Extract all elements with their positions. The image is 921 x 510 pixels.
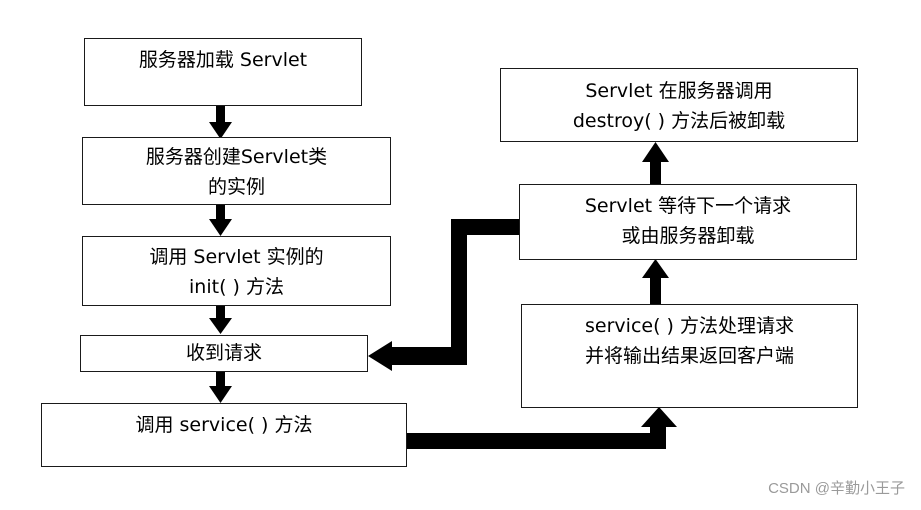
box-call-init-line-2: init( ) 方法 xyxy=(189,276,284,298)
box-servlet-destroyed: Servlet 在服务器调用 destroy( ) 方法后被卸载 xyxy=(500,68,858,142)
box-receive-request: 收到请求 xyxy=(80,335,368,372)
arrow-create-to-init xyxy=(216,204,225,221)
arrow-receive-to-service xyxy=(216,370,225,388)
arrow-service-to-process xyxy=(407,407,677,449)
arrow-wait-to-destroy xyxy=(650,160,661,184)
box-service-process: service( ) 方法处理请求 并将输出结果返回客户端 xyxy=(521,304,858,408)
box-call-service-text: 调用 service( ) 方法 xyxy=(135,414,313,436)
box-call-service: 调用 service( ) 方法 xyxy=(41,403,407,467)
box-wait-next-request-line-2: 或由服务器卸载 xyxy=(621,225,755,247)
box-wait-next-request: Servlet 等待下一个请求 或由服务器卸载 xyxy=(519,184,857,260)
box-service-process-line-2: 并将输出结果返回客户端 xyxy=(584,345,794,367)
box-server-load-servlet: 服务器加载 Servlet xyxy=(84,38,362,106)
arrow-process-to-wait-head xyxy=(642,259,669,278)
box-servlet-destroyed-line-2: destroy( ) 方法后被卸载 xyxy=(572,110,786,132)
box-receive-request-text: 收到请求 xyxy=(185,342,262,364)
arrow-load-to-create xyxy=(216,104,225,125)
box-wait-next-request-line-1: Servlet 等待下一个请求 xyxy=(584,195,792,217)
arrow-receive-to-service-head xyxy=(209,386,232,403)
box-call-init: 调用 Servlet 实例的 init( ) 方法 xyxy=(82,236,391,306)
arrow-init-to-receive xyxy=(216,304,225,320)
arrow-create-to-init-head xyxy=(209,219,232,236)
arrow-wait-to-destroy-head xyxy=(642,142,669,162)
watermark: CSDN @辛勤小王子 xyxy=(768,480,905,497)
box-call-init-line-1: 调用 Servlet 实例的 xyxy=(149,246,324,268)
box-service-process-line-1: service( ) 方法处理请求 xyxy=(585,315,794,337)
arrow-process-to-wait xyxy=(650,276,661,304)
box-create-instance: 服务器创建Servlet类 的实例 xyxy=(82,137,391,205)
box-create-instance-line-1: 服务器创建Servlet类 xyxy=(145,146,328,168)
arrow-load-to-create-head xyxy=(209,122,232,139)
box-servlet-destroyed-line-1: Servlet 在服务器调用 xyxy=(585,80,773,102)
arrow-wait-to-receive xyxy=(368,219,519,371)
arrow-init-to-receive-head xyxy=(209,318,232,334)
box-create-instance-line-2: 的实例 xyxy=(207,176,265,198)
box-server-load-servlet-text: 服务器加载 Servlet xyxy=(138,49,308,71)
